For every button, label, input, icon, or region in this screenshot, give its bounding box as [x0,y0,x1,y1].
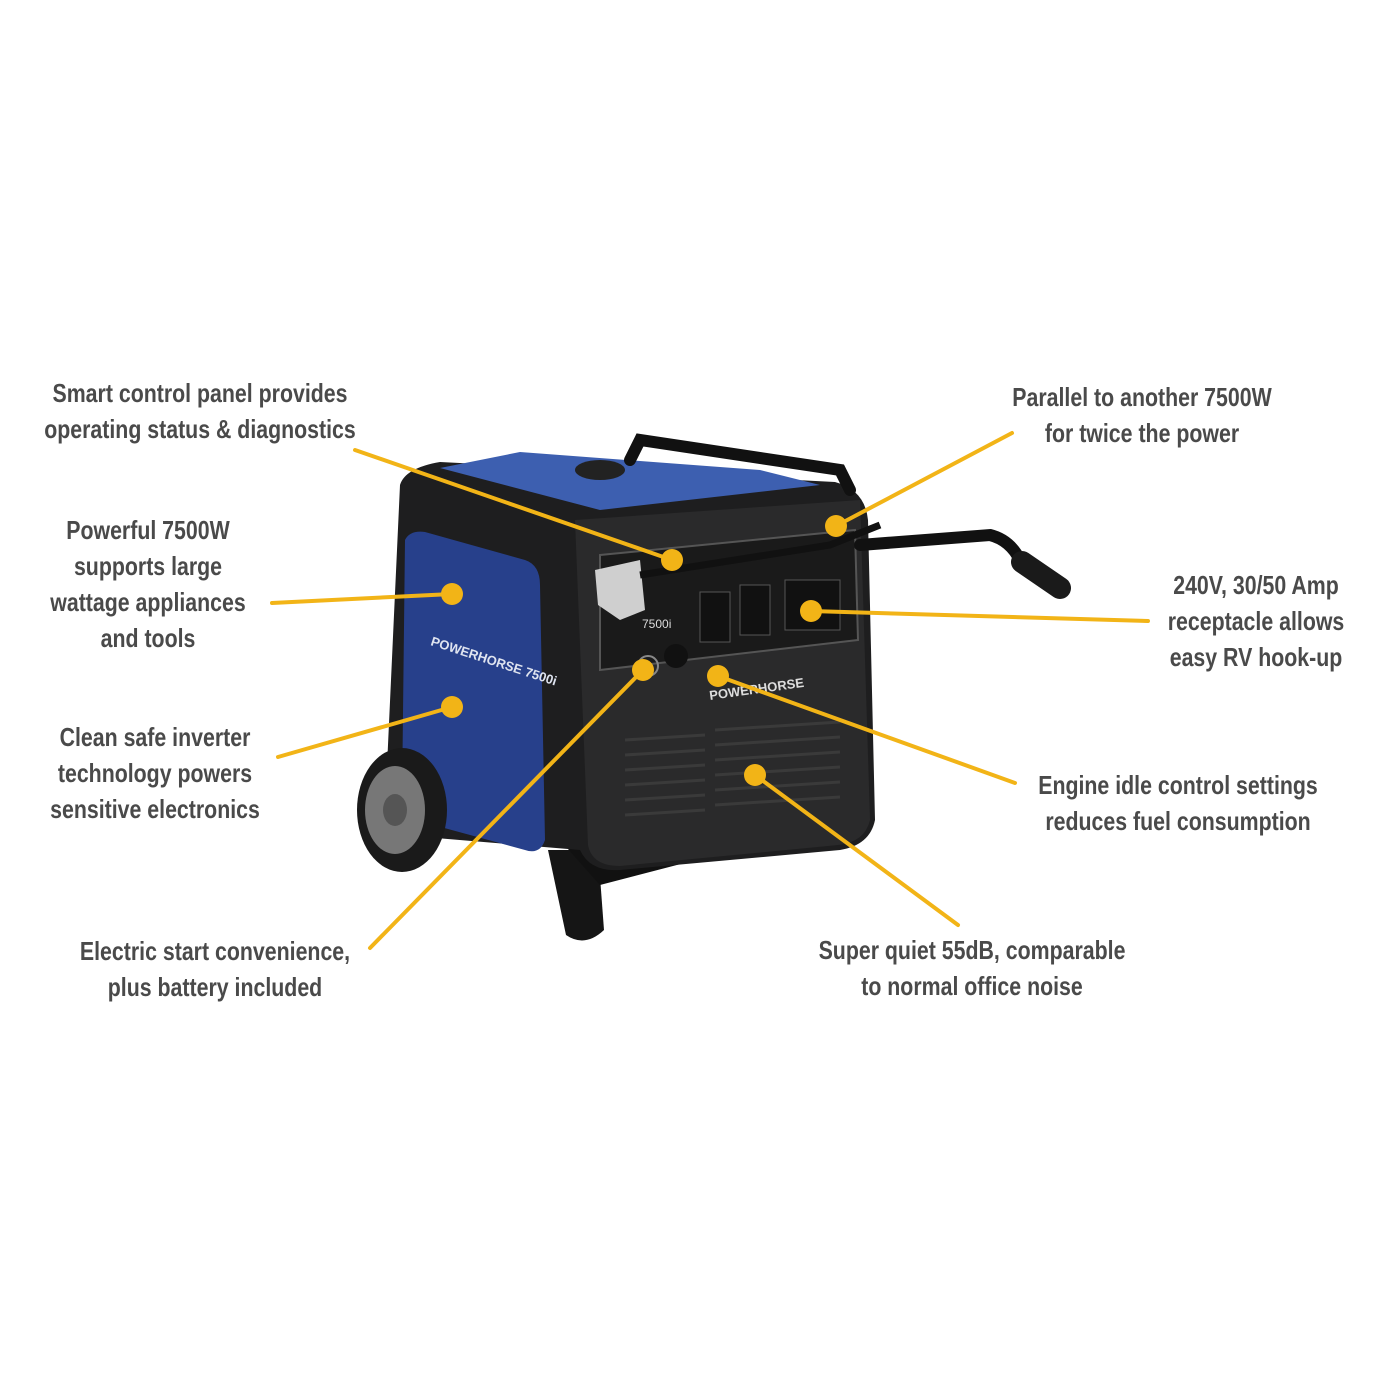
callout-text-line: Clean safe inverter [59,722,251,752]
model-label: 7500i [642,617,671,631]
side-panel [402,531,545,852]
callout-parallel: Parallel to another 7500W for twice the p… [1012,379,1271,451]
callout-leader-line [276,705,454,759]
callout-leader-line [753,773,960,927]
callout-leader-line [353,448,674,562]
handle-grip [1011,551,1071,599]
callout-text-line: receptacle allows [1167,606,1345,636]
callout-rv-receptacle: 240V, 30/50 Amp receptacle allows easy RV … [1168,567,1345,675]
callout-text-line: easy RV hook-up [1169,642,1343,672]
callout-dot [441,696,463,718]
callout-leader-line [368,668,645,950]
callout-text-line: supports large [73,551,223,581]
callout-leader-line [834,431,1014,528]
callout-text-line: technology powers [57,758,253,788]
callout-text-line: reduces fuel consumption [1045,806,1311,836]
callout-leader-line [270,592,454,605]
callout-text-line: 240V, 30/50 Amp [1173,570,1339,600]
callout-dot [441,583,463,605]
callout-dot [661,549,683,571]
knob [664,644,688,668]
outlet [739,584,771,636]
callout-text-line: operating status & diagnostics [44,414,356,444]
callout-text-line: Super quiet 55dB, comparable [818,935,1126,965]
callout-dot [632,659,654,681]
callout-text-line: wattage appliances [50,587,246,617]
callout-leader-line [809,609,1150,623]
callout-leader-line [716,674,1017,785]
callout-dot [800,600,822,622]
callout-powerful-7500w: Powerful 7500W supports large wattage appl… [50,512,246,656]
callout-super-quiet: Super quiet 55dB, comparable to normal of… [819,932,1126,1004]
callout-idle-control: Engine idle control settings reduces fuel… [1038,767,1318,839]
callout-dot [707,665,729,687]
outlet [699,591,731,643]
callout-inverter-technology: Clean safe inverter technology powers sens… [50,719,260,827]
callout-text-line: plus battery included [107,972,323,1002]
callout-electric-start: Electric start convenience, plus battery … [80,933,350,1005]
callout-dot [825,515,847,537]
callout-text-line: and tools [100,623,196,653]
top-cover [440,452,820,510]
callout-text-line: Smart control panel provides [52,378,348,408]
callout-text-line: Engine idle control settings [1038,770,1318,800]
callout-text-line: to normal office noise [861,971,1083,1001]
vent-grille [624,720,841,817]
callout-text-line: Parallel to another 7500W [1012,382,1272,412]
power-cord [639,521,882,579]
callout-text-line: Powerful 7500W [66,515,230,545]
callout-text-line: Electric start convenience, [79,936,351,966]
top-handle [624,433,856,496]
callout-dot [744,764,766,786]
callout-smart-control-panel: Smart control panel provides operating st… [44,375,356,447]
fuel-cap [575,460,625,480]
callout-text-line: sensitive electronics [50,794,260,824]
callout-text-line: for twice the power [1044,418,1240,448]
plug [595,560,645,620]
